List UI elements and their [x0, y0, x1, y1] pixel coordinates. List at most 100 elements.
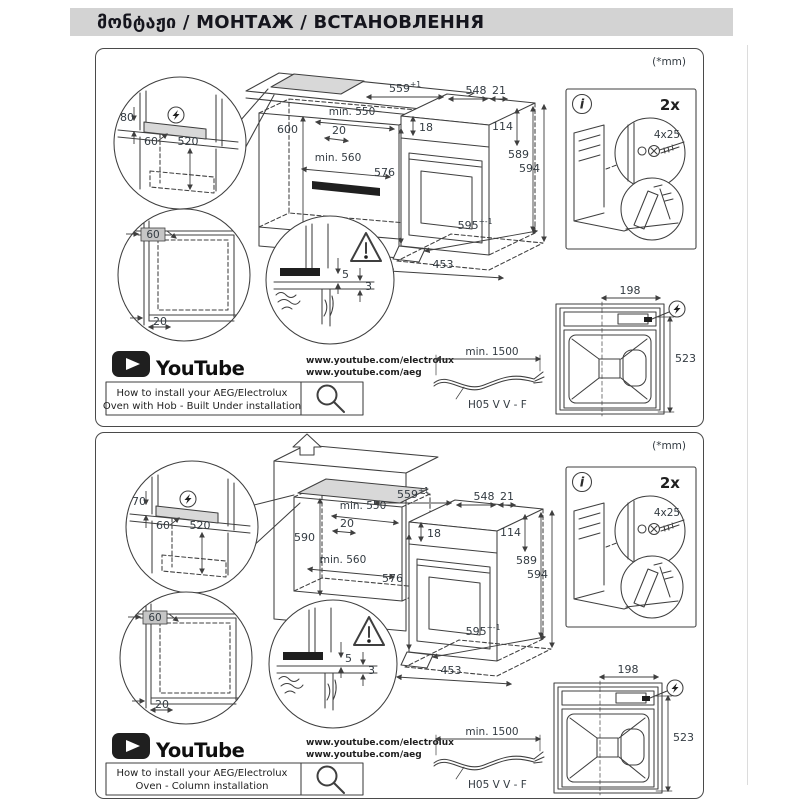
dim-oven-top-inset: 18 [419, 121, 433, 134]
dim-gap-upper: 5 [345, 652, 352, 665]
oven-rear-view: 198 523 [556, 284, 696, 416]
dim-oven-back-gap: 21 [500, 490, 514, 503]
cable-min-length: min. 1500 [465, 346, 518, 358]
oven-rear-view-art [556, 298, 685, 416]
oven-rear-view-art [554, 677, 683, 795]
screw-info-box: i 2x 4x25 [565, 466, 697, 628]
dim-oven-front-width: 595+-1 [458, 217, 493, 232]
dim-niche-height-b: 594 [527, 568, 548, 581]
youtube-link-electrolux: www.youtube.com/electrolux [306, 356, 454, 366]
corner-detail-art [118, 209, 250, 341]
oven-rear-view: 198 523 [554, 663, 694, 795]
panel-column: (*mm) 590 min. 550 20 min. 560 [95, 432, 704, 799]
dim-niche-top: 70 [132, 495, 146, 508]
gap-detail: 5 3 [266, 216, 394, 344]
panel-built-under: (*mm) 600 min. 550 20 min. 560 [95, 48, 704, 427]
screw-info-box: i 2x 4x25 [565, 88, 697, 250]
dim-corner-side: 60 [146, 229, 159, 241]
dim-gap-lower: 3 [368, 664, 375, 677]
corner-detail: 60 20 [118, 209, 250, 341]
screw-size: 4x25 [654, 507, 680, 519]
dim-cabinet-gap: 20 [332, 124, 346, 137]
youtube-play-icon [112, 351, 150, 377]
dim-niche-top: 80 [120, 111, 134, 124]
dim-rear-width: 198 [620, 284, 641, 297]
dim-oven-top-depth: 548 [474, 490, 495, 503]
units-note: (*mm) [652, 440, 686, 452]
power-icon [179, 490, 197, 508]
youtube-link-aeg: www.youtube.com/aeg [306, 368, 422, 378]
power-cable: min. 1500 H05 V V - F [434, 346, 544, 411]
dim-gap-upper: 5 [342, 268, 349, 281]
youtube-wordmark: YouTube [155, 357, 245, 380]
cable-type: H05 V V - F [468, 779, 527, 791]
dim-cabinet-gap: 20 [340, 517, 354, 530]
video-caption-line2: Oven - Column installation [136, 781, 269, 792]
up-arrow-icon [292, 433, 322, 456]
dim-niche-height-a: 589 [508, 148, 529, 161]
dim-oven-body-height: 576 [374, 166, 395, 179]
dim-oven-top-width: 559+1 [389, 80, 421, 95]
dim-niche-drop: 520 [190, 519, 211, 532]
dim-oven-panel-height: 114 [500, 526, 521, 539]
dim-oven-body-height: 576 [382, 572, 403, 585]
dim-niche-height-b: 594 [519, 162, 540, 175]
dim-oven-front-width: 595+-1 [466, 623, 501, 638]
screw-size: 4x25 [654, 129, 680, 141]
corner-detail: 60 20 [120, 592, 252, 724]
power-cable: min. 1500 H05 V V - F [434, 726, 544, 791]
dim-cabinet-height: 600 [277, 123, 298, 136]
dim-cabinet-width: min. 550 [329, 106, 376, 118]
cable-type: H05 V V - F [468, 399, 527, 411]
dim-oven-top-width: 559+1 [397, 486, 429, 501]
video-caption-line2: Oven with Hob - Built Under installation [103, 401, 301, 412]
dim-oven-top-depth: 548 [466, 84, 487, 97]
callout-lines [249, 494, 301, 550]
gap-detail: 5 3 [269, 600, 397, 728]
dim-oven-top-inset: 18 [427, 527, 441, 540]
dim-rear-height: 523 [673, 731, 694, 744]
cable-min-length: min. 1500 [465, 726, 518, 738]
video-caption-line1: How to install your AEG/Electrolux [117, 388, 288, 399]
youtube-link-aeg: www.youtube.com/aeg [306, 750, 422, 760]
dim-oven-depth: 453 [441, 664, 462, 677]
page-edge [747, 45, 748, 785]
dim-gap-lower: 3 [365, 280, 372, 293]
dim-cabinet-depth: min. 560 [320, 554, 367, 566]
dim-corner-bottom: 20 [153, 315, 167, 328]
units-note: (*mm) [652, 56, 686, 68]
title-bar: მონტაჟი / МОНТАЖ / ВСТАНОВЛЕННЯ [70, 8, 733, 36]
dim-oven-panel-height: 114 [492, 120, 513, 133]
dim-rear-height: 523 [675, 352, 696, 365]
dim-rear-width: 198 [618, 663, 639, 676]
page-title: მონტაჟი / МОНТАЖ / ВСТАНОВЛЕННЯ [97, 11, 485, 33]
dim-cabinet-width: min. 550 [340, 500, 387, 512]
dim-niche-band: 60 [144, 135, 158, 148]
dim-corner-bottom: 20 [155, 698, 169, 711]
info-icon: i [580, 98, 585, 113]
youtube-play-icon [112, 733, 150, 759]
youtube-link-electrolux: www.youtube.com/electrolux [306, 738, 454, 748]
power-zone [297, 478, 429, 504]
power-icon [167, 106, 185, 124]
gap-detail-art [266, 216, 394, 344]
youtube-block: YouTube www.youtube.com/electrolux www.y… [105, 733, 454, 796]
dim-oven-back-gap: 21 [492, 84, 506, 97]
corner-detail-art [120, 592, 252, 724]
dim-niche-band: 60 [156, 519, 170, 532]
gap-detail-art [269, 600, 397, 728]
niche-power-detail: 80 60 520 [114, 77, 246, 209]
video-caption-line1: How to install your AEG/Electrolux [117, 768, 288, 779]
oven-drawing: 559+1 548 21 18 114 589 594 576 595+-1 4… [375, 486, 552, 684]
dim-niche-drop: 520 [178, 135, 199, 148]
screw-count: 2x [660, 96, 680, 114]
dim-niche-height-a: 589 [516, 554, 537, 567]
youtube-wordmark: YouTube [155, 739, 245, 762]
column-cabinet-drawing: 590 min. 550 20 min. 560 [249, 433, 439, 632]
oven-drawing: 559+1 548 21 18 114 589 594 576 595+-1 4… [367, 80, 544, 278]
dim-oven-depth: 453 [433, 258, 454, 271]
youtube-block: YouTube www.youtube.com/electrolux www.y… [103, 351, 454, 416]
dim-cabinet-height: 590 [294, 531, 315, 544]
dim-corner-side: 60 [148, 612, 161, 624]
